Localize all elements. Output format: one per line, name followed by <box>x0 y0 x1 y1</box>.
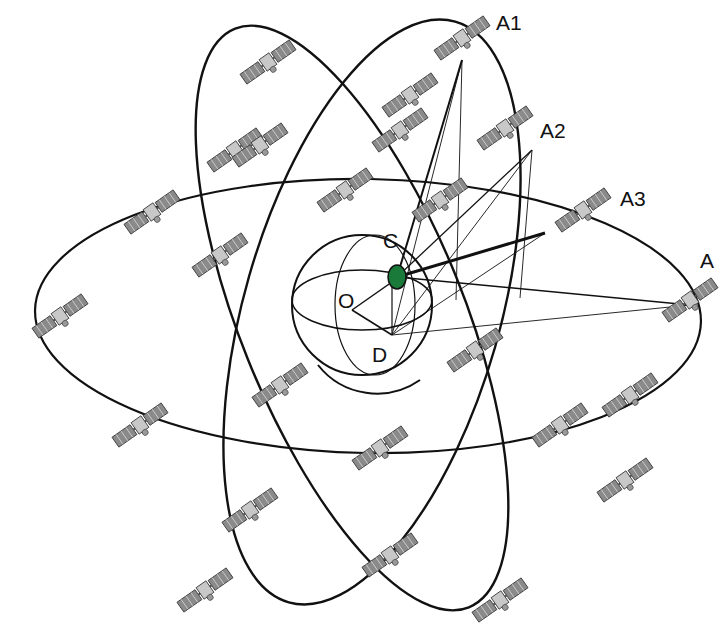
point-label: D <box>372 344 387 365</box>
point-label: O <box>338 290 354 311</box>
satellite-label: A2 <box>540 120 566 141</box>
point-label: C <box>383 230 398 251</box>
satellite-label: A1 <box>496 12 522 33</box>
satellite-label: A <box>700 250 714 271</box>
satellite-label: A3 <box>620 188 646 209</box>
